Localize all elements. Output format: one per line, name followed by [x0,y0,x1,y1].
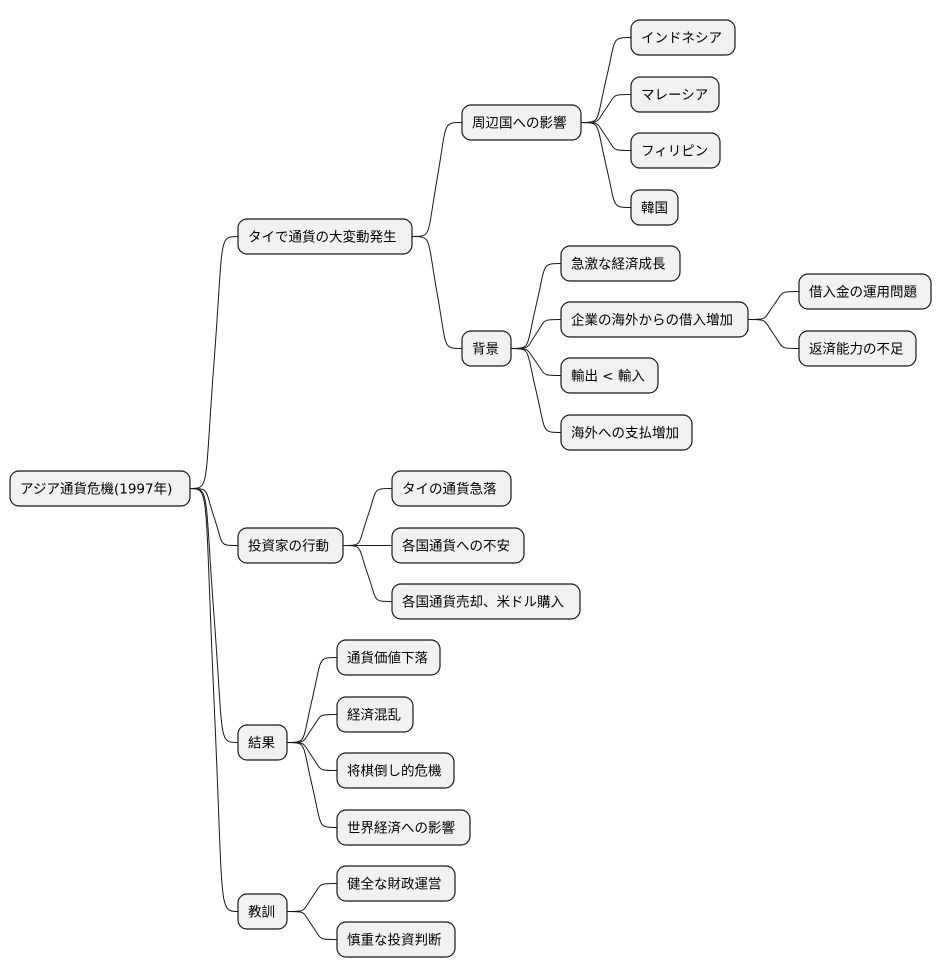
node-world-economy-impact-label: 世界経済への影響 [347,820,455,837]
node-background-label: 背景 [472,342,499,358]
node-indonesia: インドネシア [630,19,736,56]
node-careful-investment: 慎重な投資判断 [336,921,456,958]
node-thai-currency-drop: タイの通貨急落 [391,470,512,507]
node-repayment-shortfall: 返済能力の不足 [798,330,917,367]
connector-results-to-value-drop [286,657,338,743]
connector-neighbor-impact-to-malaysia [580,94,632,123]
connector-lessons-to-sound-finance [286,883,338,912]
node-philippines-label: フィリピン [641,144,708,160]
node-economic-chaos: 経済混乱 [336,696,414,733]
node-careful-investment-label: 慎重な投資判断 [347,933,442,949]
connector-root-to-results [189,488,239,743]
node-results: 結果 [237,724,288,761]
node-value-drop: 通貨価値下落 [336,639,441,676]
connector-investor-behavior-to-thai-currency-drop [342,488,393,546]
connector-background-to-rapid-growth [510,263,562,349]
connector-root-to-lessons [189,488,239,912]
node-payments-increase-label: 海外への支払増加 [571,426,679,442]
node-results-label: 結果 [248,736,275,752]
connector-neighbor-impact-to-korea [580,122,632,208]
connector-results-to-world-economy-impact [286,742,338,828]
node-neighbor-impact-label: 周辺国への影響 [472,115,567,132]
node-world-economy-impact: 世界経済への影響 [336,809,471,846]
node-export-import: 輸出 < 輸入 [560,357,659,394]
node-background: 背景 [461,330,512,367]
node-corporate-borrowing-label: 企業の海外からの借入増加 [571,312,733,329]
connector-neighbor-impact-to-indonesia [580,37,632,123]
connector-investor-behavior-to-sell-buy-usd [342,545,393,602]
connector-background-to-payments-increase [510,348,562,433]
node-thai-currency-upheaval: タイで通貨の大変動発生 [237,218,413,255]
node-loan-management-label: 借入金の運用問題 [809,285,917,301]
connector-results-to-domino-crisis [286,742,338,771]
node-philippines: フィリピン [630,132,721,169]
node-root-label: アジア通貨危機(1997年) [20,481,172,498]
node-domino-crisis-label: 将棋倒し的危機 [347,764,442,780]
node-indonesia-label: インドネシア [641,31,722,47]
connector-background-to-corporate-borrowing [510,319,562,349]
connector-corporate-borrowing-to-loan-management [747,291,800,320]
node-malaysia-label: マレーシア [641,88,708,104]
node-rapid-growth: 急激な経済成長 [560,245,681,282]
node-payments-increase: 海外への支払増加 [560,414,693,451]
mindmap-connectors [189,37,800,940]
node-currency-anxiety: 各国通貨への不安 [391,527,525,564]
node-thai-currency-upheaval-label: タイで通貨の大変動発生 [248,229,397,246]
node-investor-behavior-label: 投資家の行動 [248,538,329,555]
node-lessons: 教訓 [237,893,288,930]
connector-lessons-to-careful-investment [286,911,338,940]
connector-root-to-thai-currency-upheaval [189,236,239,489]
node-sound-finance-label: 健全な財政運営 [347,876,442,893]
connector-corporate-borrowing-to-repayment-shortfall [747,319,800,349]
node-sell-buy-usd: 各国通貨売却、米ドル購入 [391,583,581,620]
node-neighbor-impact: 周辺国への影響 [461,104,582,141]
node-export-import-label: 輸出 < 輸入 [571,369,645,385]
connector-results-to-economic-chaos [286,714,338,743]
node-value-drop-label: 通貨価値下落 [347,650,428,667]
connector-background-to-export-import [510,348,562,376]
node-lessons-label: 教訓 [248,905,275,921]
node-korea: 韓国 [630,189,679,226]
node-repayment-shortfall-label: 返済能力の不足 [809,342,904,358]
connector-neighbor-impact-to-philippines [580,122,632,151]
node-rapid-growth-label: 急激な経済成長 [571,257,666,273]
node-thai-currency-drop-label: タイの通貨急落 [402,481,497,498]
node-currency-anxiety-label: 各国通貨への不安 [402,538,510,555]
node-domino-crisis: 将棋倒し的危機 [336,752,455,789]
node-root: アジア通貨危機(1997年) [9,470,191,507]
node-investor-behavior: 投資家の行動 [237,527,344,564]
node-loan-management: 借入金の運用問題 [798,273,932,310]
node-corporate-borrowing: 企業の海外からの借入増加 [560,301,749,338]
node-sell-buy-usd-label: 各国通貨売却、米ドル購入 [402,594,564,611]
node-economic-chaos-label: 経済混乱 [347,708,401,724]
node-sound-finance: 健全な財政運営 [336,865,456,902]
node-malaysia: マレーシア [630,76,720,113]
connector-thai-currency-upheaval-to-background [411,236,463,349]
connector-thai-currency-upheaval-to-neighbor-impact [411,122,463,237]
node-korea-label: 韓国 [641,201,668,217]
connector-root-to-investor-behavior [189,488,239,546]
